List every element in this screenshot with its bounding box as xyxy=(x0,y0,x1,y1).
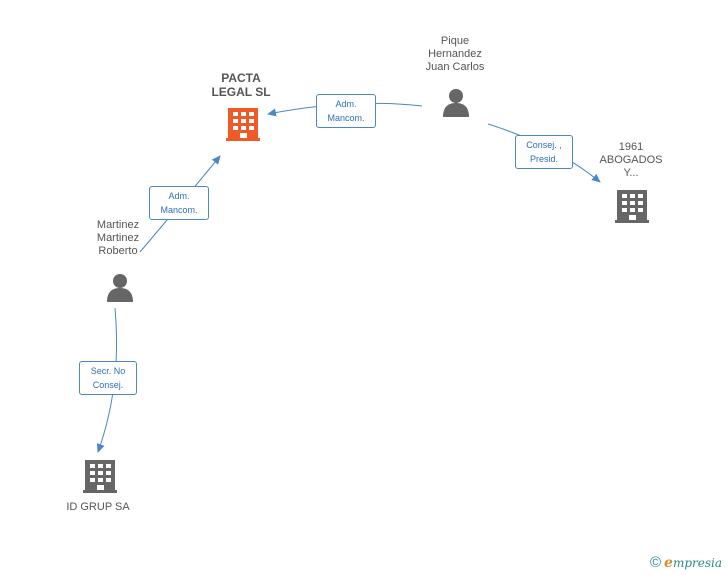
brand-name: mpresia xyxy=(672,555,722,570)
building-icon[interactable] xyxy=(226,108,260,141)
node-label-pacta[interactable]: PACTA LEGAL SL xyxy=(211,71,271,99)
edge-label-pique-abogados: Consej. , Presid. xyxy=(515,135,573,169)
edge-label-pique-pacta: Adm. Mancom. xyxy=(316,94,376,128)
edge-label-martinez-idgrup: Secr. No Consej. xyxy=(79,361,137,395)
brand-first-letter: e xyxy=(664,554,673,571)
node-label-idgrup[interactable]: ID GRUP SA xyxy=(66,501,130,513)
person-icon[interactable] xyxy=(107,274,133,302)
node-label-abogados[interactable]: 1961 ABOGADOS Y... xyxy=(599,141,663,179)
edge-label-martinez-pacta: Adm. Mancom. xyxy=(149,186,209,220)
person-icon[interactable] xyxy=(443,89,469,117)
building-icon[interactable] xyxy=(615,190,649,223)
copyright-icon: © xyxy=(649,554,662,571)
node-label-martinez[interactable]: Martinez Martinez Roberto xyxy=(96,219,140,257)
building-icon[interactable] xyxy=(83,460,117,493)
brand-logo: © empresia xyxy=(650,554,722,571)
node-label-pique[interactable]: Pique Hernandez Juan Carlos xyxy=(425,35,485,73)
